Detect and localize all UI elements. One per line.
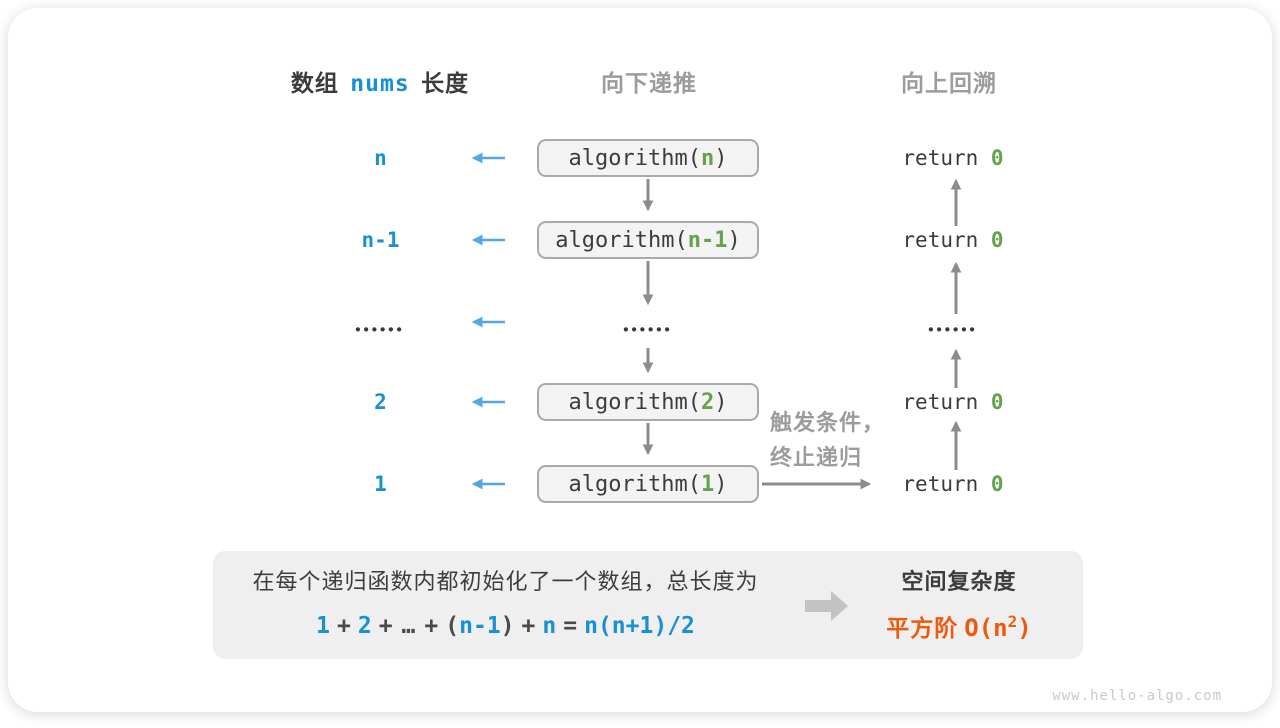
formula-n-1: n-1 [459, 613, 501, 639]
figure-card: 数组 nums 长度 向下递推 向上回溯 n n-1 •••••• 2 1 al… [8, 8, 1272, 712]
summary-box [213, 551, 1083, 659]
formula-rparen: ) [500, 613, 515, 639]
formula-n: n [542, 613, 557, 639]
call-arg: 2 [700, 389, 715, 415]
header-array-suffix: 长度 [421, 70, 470, 96]
header-array-length: 数组 nums 长度 [291, 64, 469, 98]
length-label-n: n [374, 146, 387, 170]
call-prefix: algorithm( [568, 389, 701, 415]
formula-plus: + [378, 613, 393, 639]
return-ellipsis: •••••• [928, 321, 978, 339]
formula-plus: + [336, 613, 351, 639]
header-upward-backtrack: 向上回溯 [901, 70, 997, 96]
formula-plus: + [521, 613, 536, 639]
call-prefix: algorithm( [568, 471, 701, 497]
call-box-1: algorithm(1) [537, 465, 759, 503]
length-label-n-1: n-1 [361, 228, 400, 252]
space-complexity-title: 空间复杂度 [901, 569, 1017, 594]
call-suffix: ) [727, 227, 741, 253]
formula-equals: = [563, 613, 578, 639]
length-label-1: 1 [374, 472, 387, 496]
length-label-ellipsis: •••••• [355, 321, 405, 339]
return-line-1: return 0 [878, 146, 1028, 170]
return-value: 0 [990, 390, 1004, 414]
big-o-suffix: ) [1017, 614, 1032, 642]
complexity-order-label: 平方阶 [886, 615, 959, 641]
call-box-n: algorithm(n) [537, 139, 759, 177]
implies-arrow-shaft [805, 600, 831, 612]
call-box-2: algorithm(2) [537, 383, 759, 421]
return-value: 0 [990, 472, 1004, 496]
return-keyword: return [902, 228, 991, 252]
return-line-2: return 0 [878, 228, 1028, 252]
call-prefix: algorithm( [555, 227, 688, 253]
formula-2: 2 [357, 613, 372, 639]
implies-arrow-icon [805, 591, 853, 621]
return-line-4: return 0 [878, 390, 1028, 414]
header-nums-code: nums [350, 71, 410, 97]
big-o-exponent: 2 [1007, 612, 1018, 631]
big-o-notation: O(n2) [964, 612, 1032, 642]
return-keyword: return [902, 146, 991, 170]
call-box-n-1: algorithm(n-1) [537, 221, 759, 259]
formula-plus: + [424, 613, 439, 639]
call-suffix: ) [714, 471, 728, 497]
formula-lparen: ( [445, 613, 460, 639]
trigger-note-line2: 终止递归 [770, 445, 863, 470]
length-label-2: 2 [374, 390, 387, 414]
return-keyword: return [902, 472, 991, 496]
return-line-5: return 0 [878, 472, 1028, 496]
call-arg: 1 [700, 471, 715, 497]
call-arg: n [700, 145, 715, 171]
trigger-note-line1: 触发条件， [770, 410, 886, 435]
header-array-prefix: 数组 [290, 70, 339, 96]
summary-sentence: 在每个递归函数内都初始化了一个数组，总长度为 [252, 569, 759, 594]
call-prefix: algorithm( [568, 145, 701, 171]
return-keyword: return [902, 390, 991, 414]
call-arg: n-1 [687, 227, 728, 253]
implies-arrow-head [831, 591, 848, 621]
big-o-prefix: O(n [964, 614, 1008, 642]
summary-formula: 1+2+…+(n-1)+n=n(n+1)/2 [213, 613, 798, 639]
formula-ellipsis: … [401, 613, 416, 639]
formula-1: 1 [316, 613, 330, 639]
call-suffix: ) [714, 145, 728, 171]
call-suffix: ) [714, 389, 728, 415]
return-value: 0 [990, 228, 1004, 252]
call-ellipsis: •••••• [623, 321, 673, 339]
watermark-url: www.hello-algo.com [1052, 688, 1222, 704]
return-value: 0 [990, 146, 1004, 170]
header-downward-recursion: 向下递推 [601, 70, 697, 96]
formula-result: n(n+1)/2 [584, 613, 695, 639]
